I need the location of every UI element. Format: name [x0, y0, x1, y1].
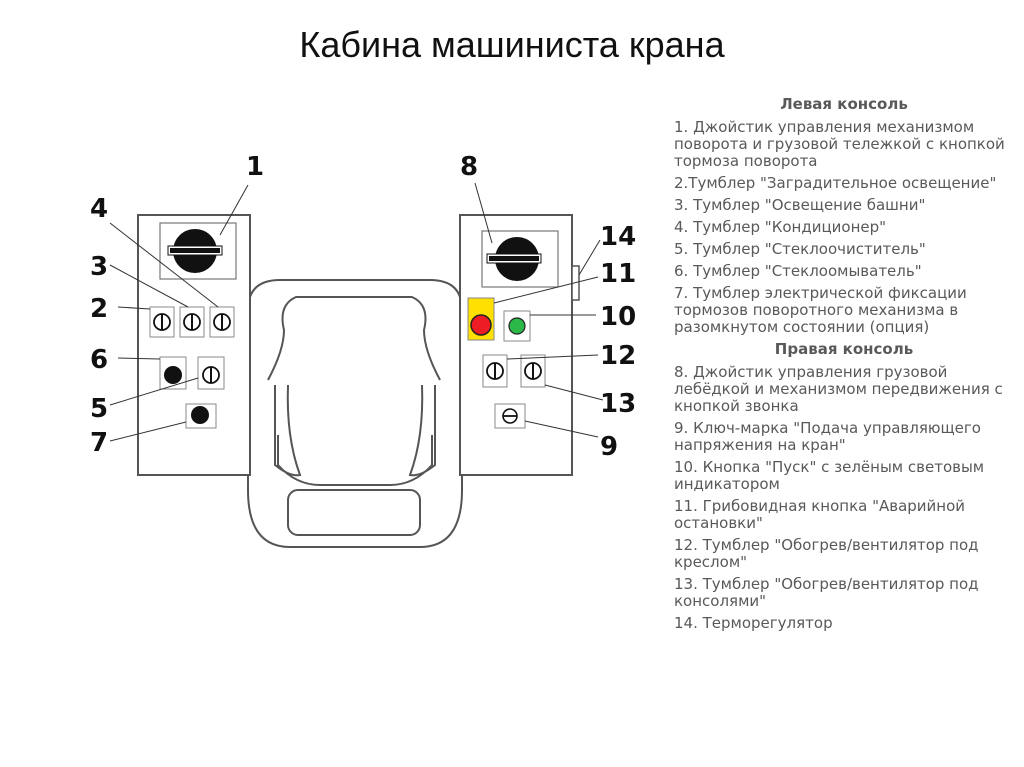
joystick-8: [481, 230, 559, 288]
callout-14: 14: [600, 222, 636, 252]
callout-5: 5: [90, 394, 108, 424]
right-console: [459, 214, 580, 476]
button-6: [159, 356, 187, 390]
callout-7: 7: [90, 428, 108, 458]
legend-item: 9. Ключ-марка "Подача управляющего напря…: [674, 419, 981, 454]
callout-10: 10: [600, 302, 636, 332]
legend-panel: Левая консоль 1. Джойстик управления мех…: [674, 96, 1014, 637]
toggle-switch-3: [179, 306, 205, 338]
emergency-stop-button-11: [467, 297, 495, 341]
callout-2: 2: [90, 294, 108, 324]
cabin-diagram: 1 8 4 3 2 6 5 7 14 11 10 12 13 9: [90, 152, 636, 548]
toggle-switch-12: [482, 354, 508, 388]
joystick-1: [159, 222, 237, 280]
start-button-10: [503, 310, 531, 342]
callout-11: 11: [600, 259, 636, 289]
legend-item: 1. Джойстик управления механизмом поворо…: [674, 118, 1005, 170]
legend-item: 8. Джойстик управления грузовой лебёдкой…: [674, 363, 1003, 415]
legend-heading-left: Левая консоль: [780, 95, 908, 113]
legend-item: 7. Тумблер электрической фиксации тормоз…: [674, 284, 967, 336]
callout-13: 13: [600, 389, 636, 419]
legend-heading-right: Правая консоль: [774, 340, 914, 358]
callout-3: 3: [90, 252, 108, 282]
legend-item: 14. Терморегулятор: [674, 614, 833, 632]
callout-1: 1: [246, 152, 264, 182]
toggle-switch-13: [520, 354, 546, 388]
toggle-switch-4: [209, 306, 235, 338]
legend-item: 12. Тумблер "Обогрев/вентилятор под крес…: [674, 536, 979, 571]
key-switch-9: [494, 403, 526, 429]
legend-item: 13. Тумблер "Обогрев/вентилятор под конс…: [674, 575, 979, 610]
legend-item: 4. Тумблер "Кондиционер": [674, 218, 887, 236]
operator-seat: [247, 279, 463, 548]
toggle-switch-5: [197, 356, 225, 390]
legend-item: 10. Кнопка "Пуск" с зелёным световым инд…: [674, 458, 985, 493]
left-console: [137, 214, 251, 476]
legend-item: 11. Грибовидная кнопка "Аварийной остано…: [674, 497, 966, 532]
callout-4: 4: [90, 194, 108, 224]
callout-9: 9: [600, 432, 618, 462]
legend-item: 5. Тумблер "Стеклоочиститель": [674, 240, 926, 258]
callout-6: 6: [90, 345, 108, 375]
leader-lines: [109, 182, 604, 442]
slide-title: Кабина машиниста крана: [299, 24, 725, 65]
button-7: [185, 403, 217, 429]
legend-item: 6. Тумблер "Стеклоомыватель": [674, 262, 922, 280]
callout-12: 12: [600, 341, 636, 371]
legend-item: 3. Тумблер "Освещение башни": [674, 196, 926, 214]
callout-8: 8: [460, 152, 478, 182]
legend-item: 2.Тумблер "Заградительное освещение": [674, 174, 997, 192]
toggle-switch-2: [149, 306, 175, 338]
